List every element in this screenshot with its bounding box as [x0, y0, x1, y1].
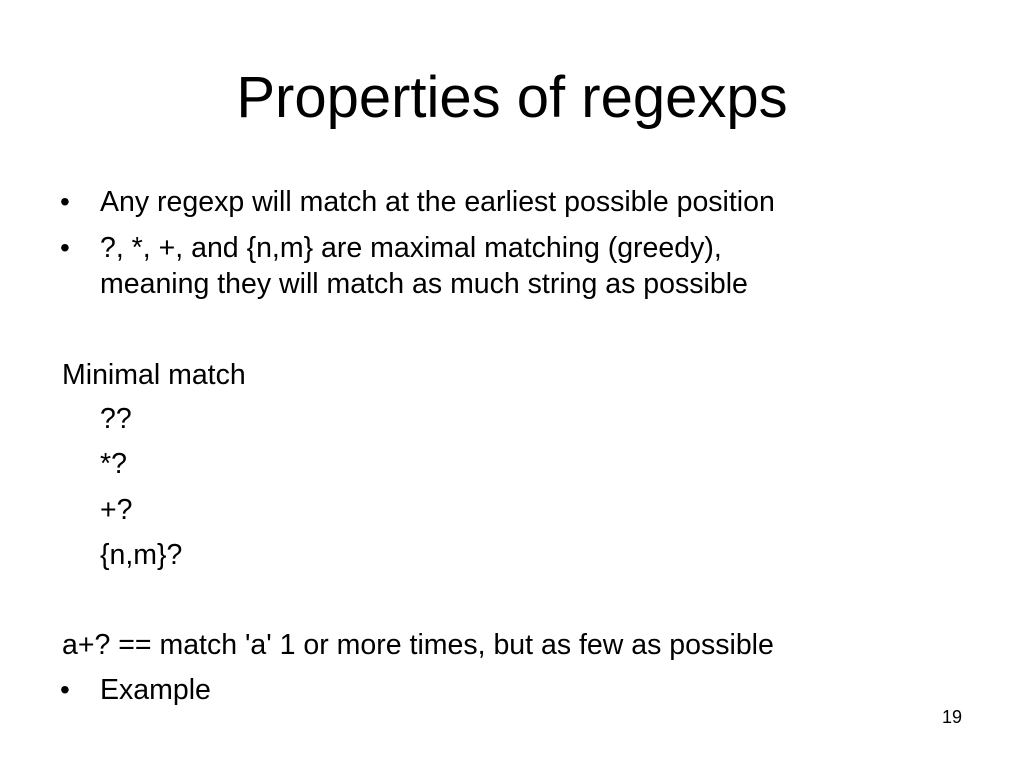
page-number: 19: [941, 707, 963, 727]
bullet-text-example: Example: [100, 674, 211, 706]
bullet-marker: •: [60, 674, 70, 705]
minimal-item: *?: [100, 448, 127, 480]
minimal-item: ??: [100, 403, 132, 435]
minimal-item: {n,m}?: [100, 539, 183, 571]
bullet-text-greedy-continued: meaning they will match as much string a…: [100, 268, 748, 300]
explanation-text: a+? == match 'a' 1 or more times, but as…: [62, 629, 774, 661]
minimal-item: +?: [100, 494, 133, 526]
bullet-text-greedy: ?, *, +, and {n,m} are maximal matching …: [100, 232, 722, 264]
bullet-text-earliest-match: Any regexp will match at the earliest po…: [100, 186, 775, 218]
minimal-match-heading: Minimal match: [62, 359, 246, 391]
bullet-marker: •: [60, 186, 70, 217]
bullet-marker: •: [60, 232, 70, 263]
slide-title: Properties of regexps: [236, 65, 788, 130]
